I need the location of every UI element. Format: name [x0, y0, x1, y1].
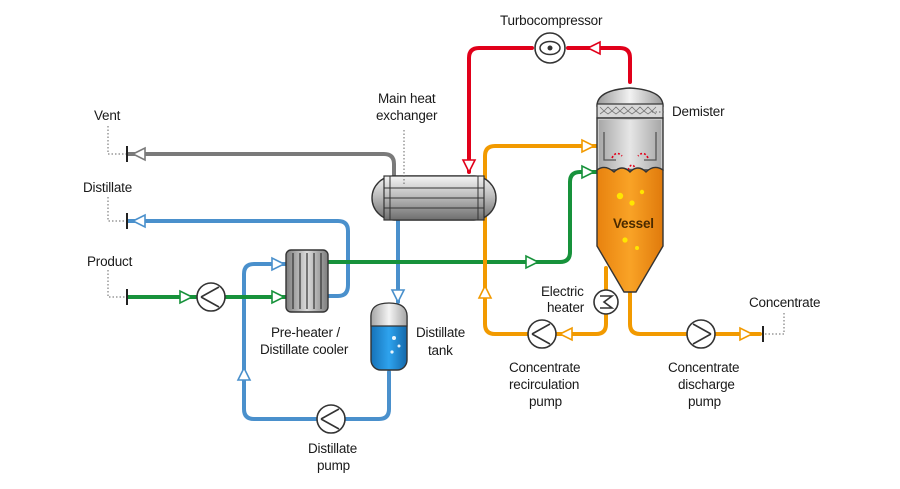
- label-distillate-pump-1: Distillate: [308, 441, 357, 456]
- label-main-heat-exchanger-2: exchanger: [376, 108, 438, 123]
- label-vent: Vent: [94, 108, 121, 123]
- label-recirculation-pump-2: recirculation: [509, 377, 579, 392]
- label-concentrate: Concentrate: [749, 295, 820, 310]
- terminal-stops: [126, 146, 764, 342]
- label-recirculation-pump-1: Concentrate: [509, 360, 580, 375]
- label-distillate: Distillate: [83, 180, 132, 195]
- vapor-pipe: [467, 46, 632, 174]
- leader-lines: [107, 111, 785, 335]
- recirculation-pump-icon: [527, 319, 557, 349]
- concentrate-recirculation-pipe: [483, 144, 608, 336]
- label-discharge-pump-3: pump: [688, 394, 721, 409]
- vent-pipe: [126, 152, 396, 180]
- product-to-vessel-pipe: [326, 170, 598, 264]
- pre-heater-icon: [285, 249, 329, 313]
- heater-coil-icon: [593, 289, 619, 315]
- label-pre-heater-1: Pre-heater /: [271, 325, 340, 340]
- label-main-heat-exchanger-1: Main heat: [378, 91, 436, 106]
- label-demister: Demister: [672, 104, 725, 119]
- label-electric-heater-2: heater: [547, 300, 585, 315]
- distillate-loop-pipe: [242, 262, 391, 421]
- label-discharge-pump-1: Concentrate: [668, 360, 739, 375]
- distillate-pump-icon: [316, 404, 346, 434]
- label-distillate-tank-2: tank: [428, 343, 453, 358]
- distillate-out-pipe: [126, 219, 350, 298]
- label-recirculation-pump-3: pump: [529, 394, 562, 409]
- vessel-icon: [596, 87, 664, 293]
- label-electric-heater-1: Electric: [541, 284, 584, 299]
- label-turbocompressor: Turbocompressor: [500, 13, 603, 28]
- label-distillate-tank-1: Distillate: [416, 325, 465, 340]
- label-distillate-pump-2: pump: [317, 458, 350, 473]
- label-discharge-pump-2: discharge: [678, 377, 735, 392]
- product-pump-icon: [196, 282, 226, 312]
- discharge-pump-icon: [686, 319, 716, 349]
- turbocompressor-icon: [534, 32, 566, 64]
- label-vessel: Vessel: [613, 216, 654, 231]
- heat-exchanger-icon: [371, 175, 497, 221]
- label-product: Product: [87, 254, 133, 269]
- tank-icon: [370, 302, 408, 371]
- label-pre-heater-2: Distillate cooler: [260, 342, 349, 357]
- flow-arrow-icon: [131, 40, 754, 381]
